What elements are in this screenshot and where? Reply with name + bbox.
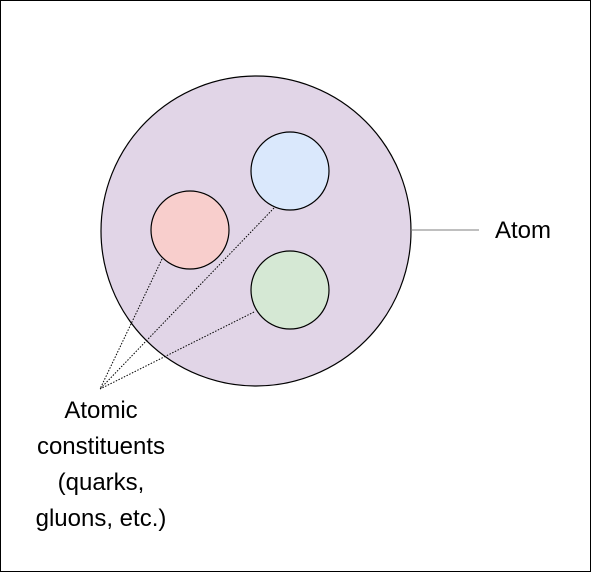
constituent-green-circle xyxy=(250,250,330,330)
constituents-label: Atomic constituents (quarks, gluons, etc… xyxy=(15,393,187,537)
constituent-red-circle xyxy=(150,190,230,270)
atom-label: Atom xyxy=(495,217,552,244)
constituents-label-line-4: gluons, etc.) xyxy=(35,505,167,532)
constituent-red-leader xyxy=(99,258,163,390)
constituents-label-line-3: (quarks, xyxy=(57,469,145,496)
constituents-label-line-1: Atomic xyxy=(64,397,138,424)
constituents-label-line-2: constituents xyxy=(36,433,166,460)
atom-circle xyxy=(100,75,412,387)
constituent-blue-circle xyxy=(250,131,330,211)
